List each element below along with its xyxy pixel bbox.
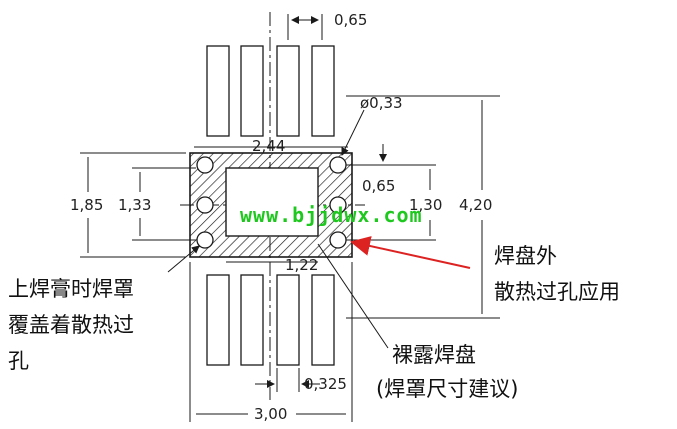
bottom-pad [276, 274, 300, 366]
dim-pad-width [255, 368, 320, 392]
annotation-covered-vias-1: 上焊膏时焊罩 [8, 277, 134, 301]
watermark: www.bjjdwx.com [240, 203, 423, 227]
top-pad [240, 45, 264, 137]
dim-via-pitch [346, 144, 436, 166]
label-overall-height: 4,20 [459, 196, 492, 214]
inner-window [225, 167, 319, 237]
label-pad-pitch: 0,65 [334, 11, 367, 29]
label-inner-height: 1,33 [118, 196, 151, 214]
label-exposed-height: 1,85 [70, 196, 103, 214]
top-pads [206, 45, 335, 137]
via-circle [329, 156, 347, 174]
annotation-outer-vias-1: 焊盘外 [494, 244, 557, 268]
via-circle [196, 156, 214, 174]
outer-via-arrow [350, 236, 471, 269]
label-via-spacing: 1,22 [285, 256, 318, 274]
via-circle [196, 231, 214, 249]
annotation-covered-vias-3: 孔 [8, 349, 29, 373]
dim-exposed-height [80, 152, 186, 258]
annotation-exposed-pad-2: (焊罩尺寸建议) [376, 377, 518, 401]
label-overall-width: 3,00 [254, 405, 287, 423]
dim-inner-height [132, 167, 196, 241]
annotation-exposed-pad-1: 裸露焊盘 [392, 343, 476, 367]
label-pad-width: 0,325 [304, 375, 347, 393]
dim-pad-pitch [287, 14, 323, 40]
label-exposed-width: 2,44 [252, 137, 285, 155]
bottom-pad [240, 274, 264, 366]
dim-overall-height [346, 95, 500, 319]
exposed-pad [189, 152, 353, 258]
via-circle [196, 196, 214, 214]
via-circle [329, 231, 347, 249]
leader-covered-vias [167, 245, 200, 273]
bottom-pad [311, 274, 335, 366]
label-inner-pad-height: 1,30 [409, 196, 442, 214]
annotation-covered-vias-2: 覆盖着散热过 [8, 313, 134, 337]
annotation-outer-vias-2: 散热过孔应用 [494, 280, 620, 304]
label-via-diameter: ø0,33 [360, 94, 403, 112]
label-via-pitch: 0,65 [362, 177, 395, 195]
dim-overall-width [189, 262, 353, 422]
leader-exposed-pad [317, 243, 389, 349]
top-pad [276, 45, 300, 137]
top-pad [206, 45, 230, 137]
bottom-pad [206, 274, 230, 366]
dim-via-diameter [341, 109, 365, 156]
bottom-pads [206, 274, 335, 366]
via-circle [329, 196, 347, 214]
top-pad [311, 45, 335, 137]
